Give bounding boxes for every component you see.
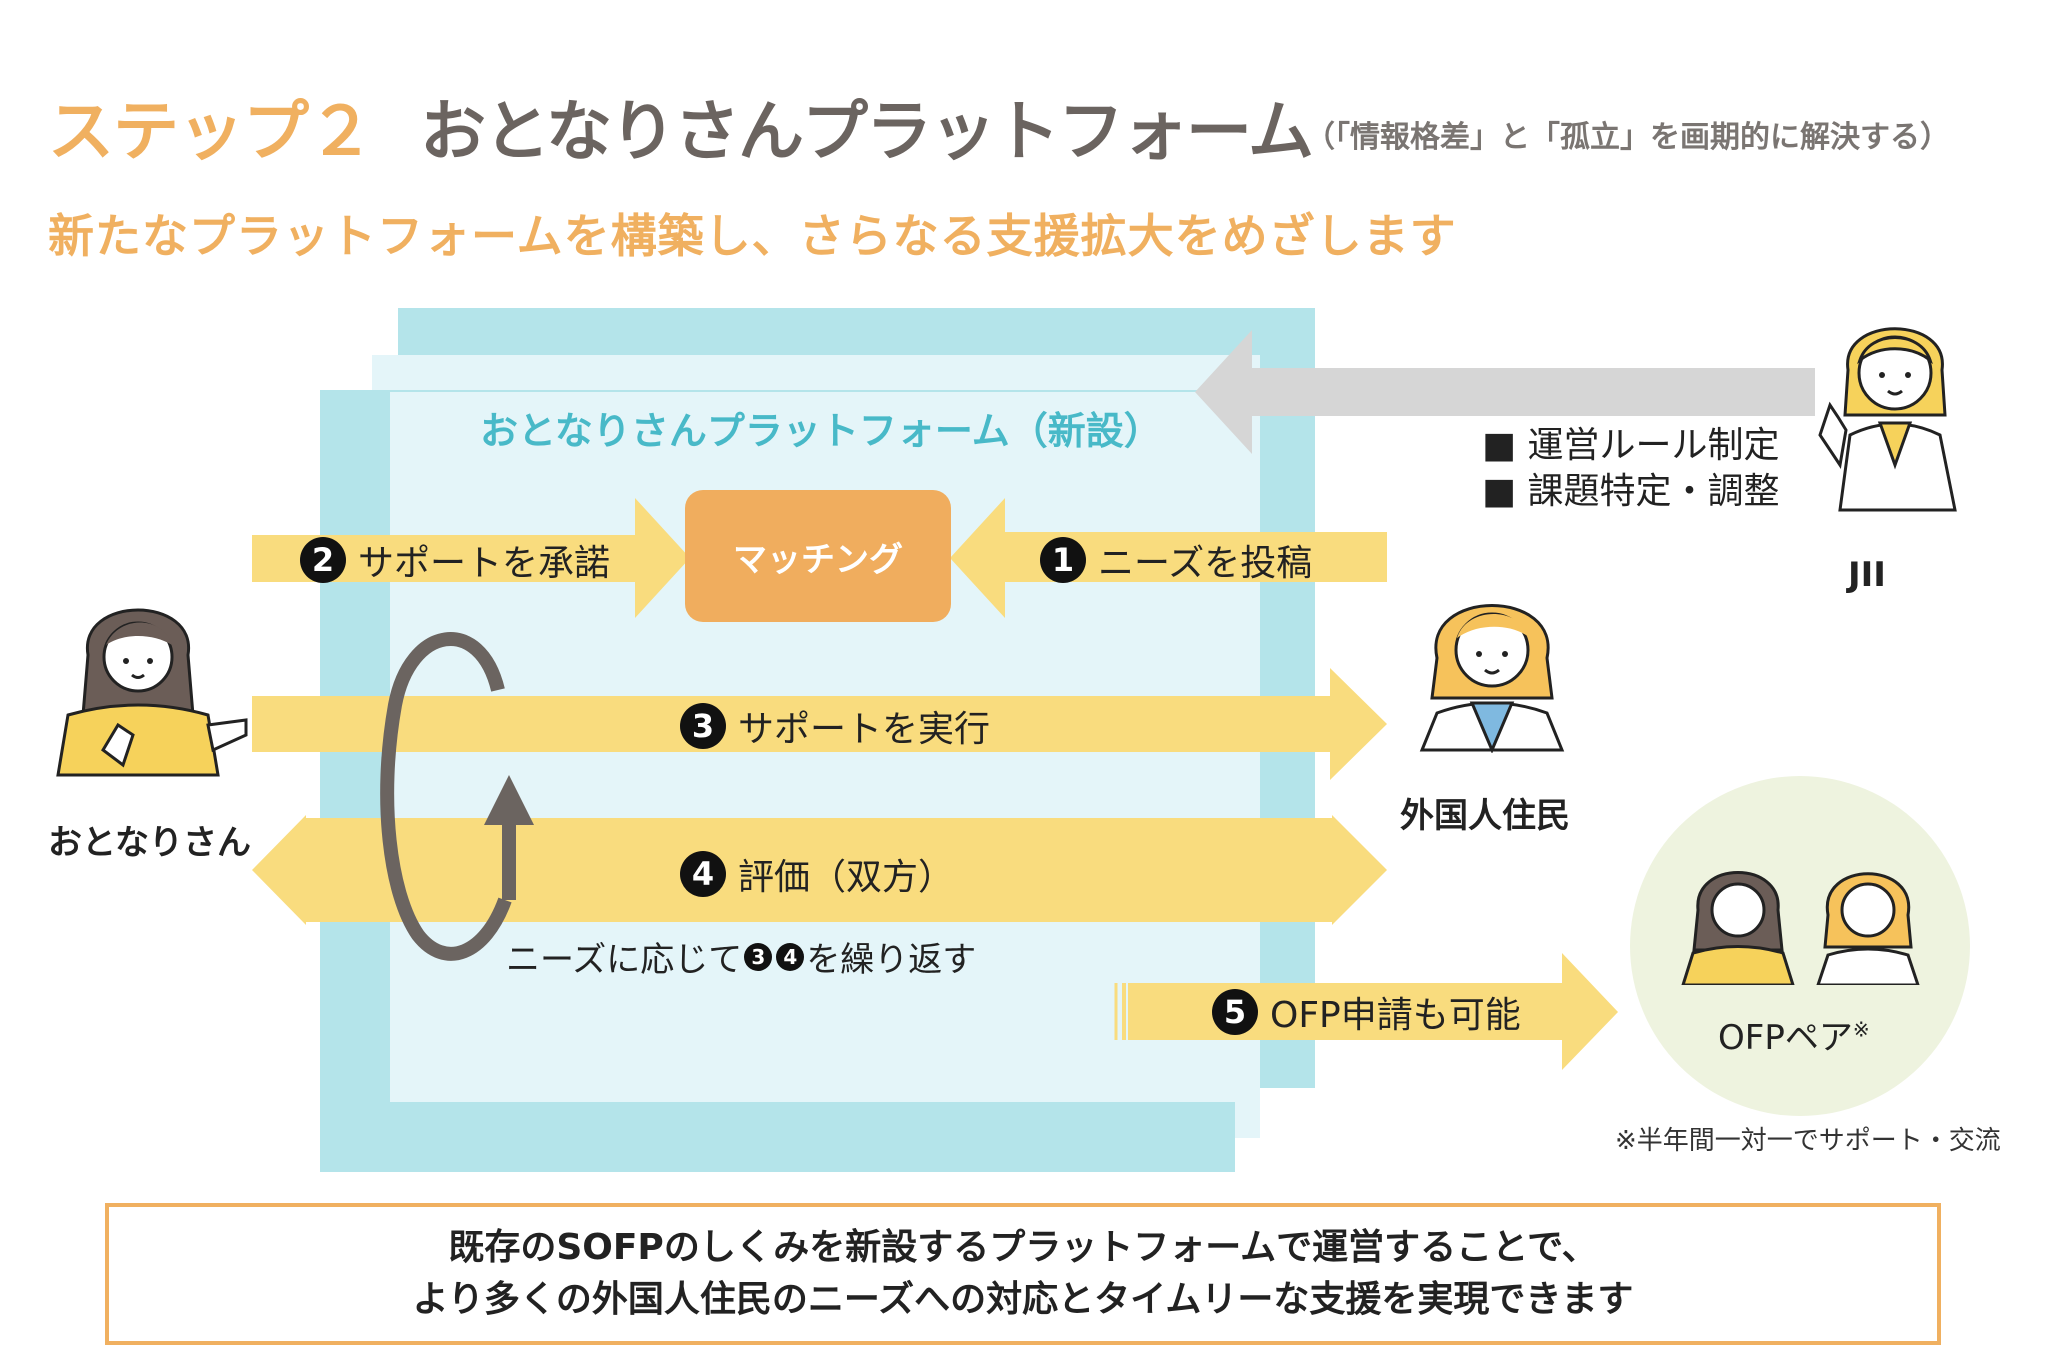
- step5-label: 5 OFP申請も可能: [1212, 986, 1521, 1038]
- resident-label: 外国人住民: [1400, 796, 1570, 836]
- ofp-footnote: ※半年間一対一でサポート・交流: [1615, 1126, 2001, 1156]
- summary-line-1: 既存のSOFPのしくみを新設するプラットフォームで運営することで、: [448, 1227, 1598, 1268]
- ofp-pair-circle: [1630, 776, 1970, 1116]
- step4-label: 4 評価（双方）: [680, 848, 954, 900]
- summary-line-2: より多くの外国人住民のニーズへの対応とタイムリーな支援を実現できます: [412, 1279, 1634, 1320]
- jii-item-rules: ■ 運営ルール制定: [1482, 425, 1780, 466]
- step1-arrow: [950, 498, 1387, 618]
- page-subtitle: （「情報格差」と「孤立」を画期的に解決する）: [1305, 120, 1950, 155]
- step3-text: サポートを実行: [738, 709, 991, 750]
- loop-caption: ニーズに応じて 3 4 を繰り返す: [506, 932, 976, 981]
- step5-text: OFP申請も可能: [1270, 995, 1521, 1036]
- step3-label: 3 サポートを実行: [680, 700, 990, 752]
- step1-label: 1 ニーズを投稿: [1040, 534, 1312, 586]
- step4-text: 評価（双方）: [738, 857, 955, 898]
- step4-arrow: [252, 815, 1387, 925]
- jii-item-issues: ■ 課題特定・調整: [1482, 471, 1780, 512]
- step2-number: 2: [300, 537, 346, 583]
- step-label: ステップ２: [48, 93, 374, 170]
- matching-box: マッチング: [685, 490, 951, 622]
- loop-number-a: 3: [744, 942, 773, 971]
- loop-arrow: [380, 632, 512, 961]
- jii-label: JII: [1848, 555, 1886, 595]
- step1-text: ニーズを投稿: [1098, 543, 1313, 584]
- step2-text: サポートを承諾: [358, 543, 611, 584]
- platform-label: おとなりさんプラットフォーム（新設）: [480, 409, 1162, 453]
- ofp-pair-figures: [1681, 871, 1920, 985]
- headline: 新たなプラットフォームを構築し、さらなる支援拡大をめざします: [48, 209, 1457, 263]
- otonari-figure: [56, 608, 248, 777]
- summary-box: 既存のSOFPのしくみを新設するプラットフォームで運営することで、 より多くの外…: [105, 1203, 1941, 1345]
- loop-prefix: ニーズに応じて: [506, 940, 743, 980]
- jii-arrow: [1195, 330, 1815, 454]
- page-title: おとなりさんプラットフォーム: [420, 93, 1314, 170]
- ofp-pair-mark: ※: [1852, 1017, 1870, 1042]
- otonari-label: おとなりさん: [48, 823, 251, 863]
- step3-number: 3: [680, 703, 726, 749]
- step2-label: 2 サポートを承諾: [300, 534, 610, 586]
- step1-number: 1: [1040, 537, 1086, 583]
- ofp-pair-text: OFPペア: [1718, 1018, 1853, 1058]
- step3-arrow: [252, 668, 1387, 780]
- jii-figure: [1818, 327, 1957, 512]
- resident-figure: [1419, 604, 1565, 753]
- step5-arrow: [1128, 953, 1618, 1070]
- loop-number-b: 4: [776, 942, 805, 971]
- loop-suffix: を繰り返す: [806, 940, 977, 980]
- step5-number: 5: [1212, 989, 1258, 1035]
- ofp-pair-label: OFPペア※: [1718, 1010, 1870, 1059]
- step4-number: 4: [680, 851, 726, 897]
- step2-arrow: [252, 498, 690, 618]
